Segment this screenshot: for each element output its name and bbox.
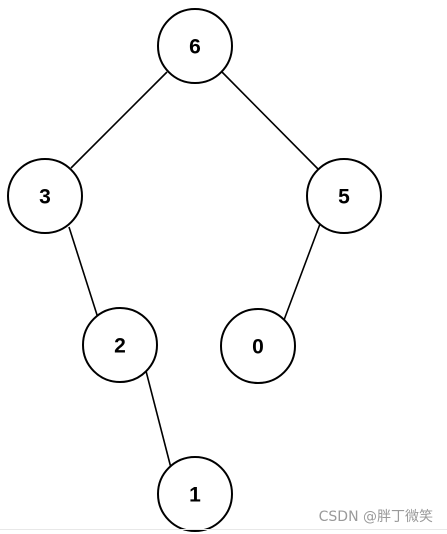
- tree-node-0: 0: [220, 308, 296, 384]
- node-circle: [157, 456, 233, 532]
- tree-node-3: 3: [7, 158, 83, 234]
- node-circle: [82, 307, 158, 383]
- edge-3-2: [68, 226, 99, 319]
- node-label: 6: [189, 36, 201, 59]
- tree-node-1: 1: [157, 456, 233, 532]
- node-label: 3: [39, 186, 51, 209]
- tree-node-6: 6: [157, 8, 233, 84]
- edge-6-3: [70, 71, 168, 169]
- node-circle: [306, 158, 382, 234]
- node-circle: [220, 308, 296, 384]
- tree-node-2: 2: [82, 307, 158, 383]
- node-label: 5: [338, 186, 350, 209]
- tree-node-5: 5: [306, 158, 382, 234]
- node-circle: [7, 158, 83, 234]
- node-label: 2: [114, 335, 126, 358]
- node-circle: [157, 8, 233, 84]
- edge-6-5: [221, 71, 320, 171]
- csdn-watermark: CSDN @胖丁微笑: [318, 509, 433, 525]
- edge-5-0: [283, 223, 321, 321]
- edge-2-1: [145, 370, 172, 469]
- node-label: 0: [252, 336, 264, 359]
- node-label: 1: [189, 484, 201, 507]
- bottom-divider: [0, 529, 447, 530]
